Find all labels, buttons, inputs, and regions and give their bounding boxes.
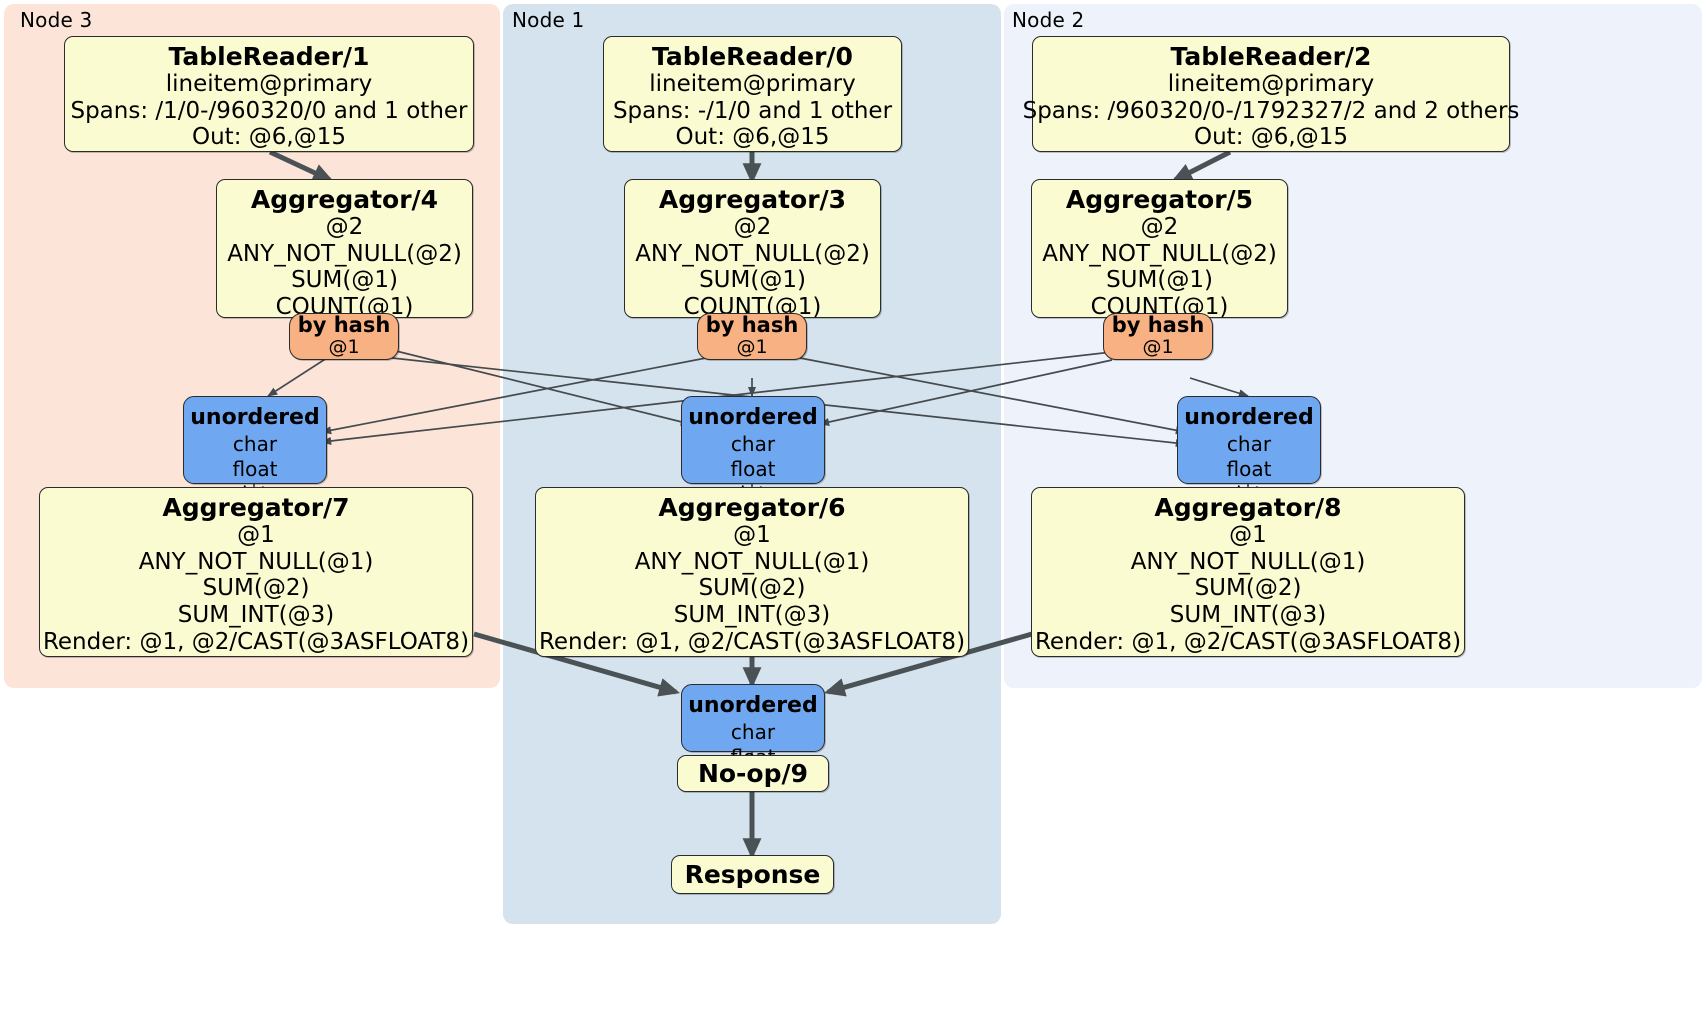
input-sync-unordered-right[interactable]: unordered char float int [1177, 396, 1321, 506]
receiver-line: char [232, 431, 278, 456]
processor-box-aggregator-7[interactable]: Aggregator/7 @1 ANY_NOT_NULL(@1) SUM(@2)… [39, 487, 473, 657]
box-line: Spans: /1/0-/960320/0 and 1 other [70, 97, 468, 124]
receiver-title: unordered [688, 693, 818, 718]
receiver-title: unordered [1184, 405, 1314, 430]
box-line: ANY_NOT_NULL(@1) [1130, 548, 1366, 575]
box-line: SUM_INT(@3) [1169, 602, 1327, 629]
processor-box-noop-9[interactable]: No-op/9 [677, 755, 829, 792]
edge-agg7-to-final-recv [473, 631, 681, 697]
receiver-line: char [1226, 431, 1272, 456]
node-panel-label-node1: Node 1 [512, 8, 585, 32]
box-title: TableReader/0 [652, 42, 853, 71]
box-title: Aggregator/7 [162, 493, 350, 522]
box-line: SUM(@1) [699, 267, 806, 294]
processor-box-tablereader-0[interactable]: TableReader/0 lineitem@primary Spans: -/… [603, 36, 902, 152]
input-sync-unordered-center[interactable]: unordered char float int [681, 396, 825, 506]
edge-hash-right-to-recv-center [819, 359, 1113, 427]
box-line: ANY_NOT_NULL(@1) [138, 548, 374, 575]
box-title: Aggregator/4 [250, 185, 439, 214]
box-line: Spans: -/1/0 and 1 other [612, 97, 893, 124]
box-line: ANY_NOT_NULL(@1) [634, 548, 870, 575]
router-title: by hash [1111, 313, 1205, 338]
box-line: Out: @6,@15 [1194, 124, 1348, 151]
edge-hash-center-to-recv-left [320, 357, 707, 435]
node-panel-label-node3: Node 3 [20, 8, 93, 32]
receiver-title: unordered [688, 405, 818, 430]
box-line: SUM_INT(@3) [177, 602, 335, 629]
box-line-render: Render: @1, @2/CAST(@3ASFLOAT8) [538, 628, 966, 655]
router-line: @1 [328, 336, 360, 359]
edge-hash-center-to-recv-right [799, 357, 1187, 435]
edge-agg8-to-final-recv [823, 631, 1033, 697]
box-line: ANY_NOT_NULL(@2) [1042, 240, 1277, 267]
box-line: @2 [1140, 214, 1179, 240]
box-line: ANY_NOT_NULL(@2) [227, 240, 462, 267]
box-line: SUM(@2) [1194, 575, 1302, 602]
edge-reader1-agg4 [268, 149, 334, 183]
processor-box-aggregator-3[interactable]: Aggregator/3 @2 ANY_NOT_NULL(@2) SUM(@1)… [624, 179, 881, 320]
box-line: Out: @6,@15 [675, 124, 830, 151]
output-router-by-hash-center[interactable]: by hash @1 [697, 313, 807, 360]
box-line: SUM_INT(@3) [673, 602, 831, 629]
box-title: No-op/9 [697, 759, 809, 788]
output-router-by-hash-right[interactable]: by hash @1 [1103, 313, 1213, 360]
box-line-render: Render: @1, @2/CAST(@3ASFLOAT8) [42, 628, 470, 655]
input-sync-unordered-left[interactable]: unordered char float int [183, 396, 327, 506]
processor-box-aggregator-8[interactable]: Aggregator/8 @1 ANY_NOT_NULL(@1) SUM(@2)… [1031, 487, 1465, 657]
receiver-line: float [232, 456, 278, 481]
box-title: TableReader/1 [168, 42, 370, 71]
box-title: Aggregator/3 [658, 185, 847, 214]
box-line: @1 [237, 522, 275, 548]
box-line: lineitem@primary [649, 71, 856, 97]
edge-hash-left-to-recv-center [391, 349, 691, 426]
node-panel-label-node2: Node 2 [1012, 8, 1085, 32]
box-line: lineitem@primary [1167, 71, 1375, 97]
box-line: Spans: /960320/0-/1792327/2 and 2 others [1022, 97, 1520, 124]
processor-box-aggregator-4[interactable]: Aggregator/4 @2 ANY_NOT_NULL(@2) SUM(@1)… [216, 179, 473, 320]
box-line: SUM(@1) [291, 267, 398, 294]
box-line: @1 [733, 522, 771, 548]
router-title: by hash [297, 313, 391, 338]
box-line-render: Render: @1, @2/CAST(@3ASFLOAT8) [1034, 628, 1462, 655]
receiver-title: unordered [190, 405, 320, 430]
processor-box-tablereader-2[interactable]: TableReader/2 lineitem@primary Spans: /9… [1023, 36, 1519, 152]
box-title: Aggregator/6 [658, 493, 846, 522]
box-line: ANY_NOT_NULL(@2) [635, 240, 870, 267]
edge-hash-left-to-recv-left [267, 355, 331, 397]
box-line: Out: @6,@15 [192, 124, 346, 151]
processor-box-aggregator-5[interactable]: Aggregator/5 @2 ANY_NOT_NULL(@2) SUM(@1)… [1031, 179, 1288, 320]
processor-box-tablereader-1[interactable]: TableReader/1 lineitem@primary Spans: /1… [64, 36, 474, 152]
box-line: lineitem@primary [165, 71, 373, 97]
receiver-line: char [730, 719, 776, 744]
box-title: Aggregator/8 [1154, 493, 1342, 522]
box-title: TableReader/2 [1170, 42, 1372, 71]
processor-box-aggregator-6[interactable]: Aggregator/6 @1 ANY_NOT_NULL(@1) SUM(@2)… [535, 487, 969, 657]
router-line: @1 [1142, 336, 1174, 359]
box-title: Aggregator/5 [1065, 185, 1254, 214]
receiver-line: float [1226, 456, 1272, 481]
box-line: @1 [1229, 522, 1267, 548]
receiver-line: float [730, 456, 776, 481]
box-line: SUM(@1) [1106, 267, 1213, 294]
output-router-by-hash-left[interactable]: by hash @1 [289, 313, 399, 360]
edge-reader2-agg5 [1171, 149, 1232, 183]
box-line: SUM(@2) [202, 575, 310, 602]
box-line: @2 [733, 214, 772, 240]
receiver-line: char [730, 431, 776, 456]
router-title: by hash [705, 313, 799, 338]
box-title: Response [684, 860, 821, 889]
input-sync-unordered-final[interactable]: unordered char float [681, 684, 825, 769]
box-line: SUM(@2) [698, 575, 806, 602]
router-line: @1 [736, 336, 768, 359]
response-box[interactable]: Response [671, 855, 834, 894]
box-line: @2 [325, 214, 364, 240]
edge-hash-right-to-recv-right [1189, 377, 1249, 398]
